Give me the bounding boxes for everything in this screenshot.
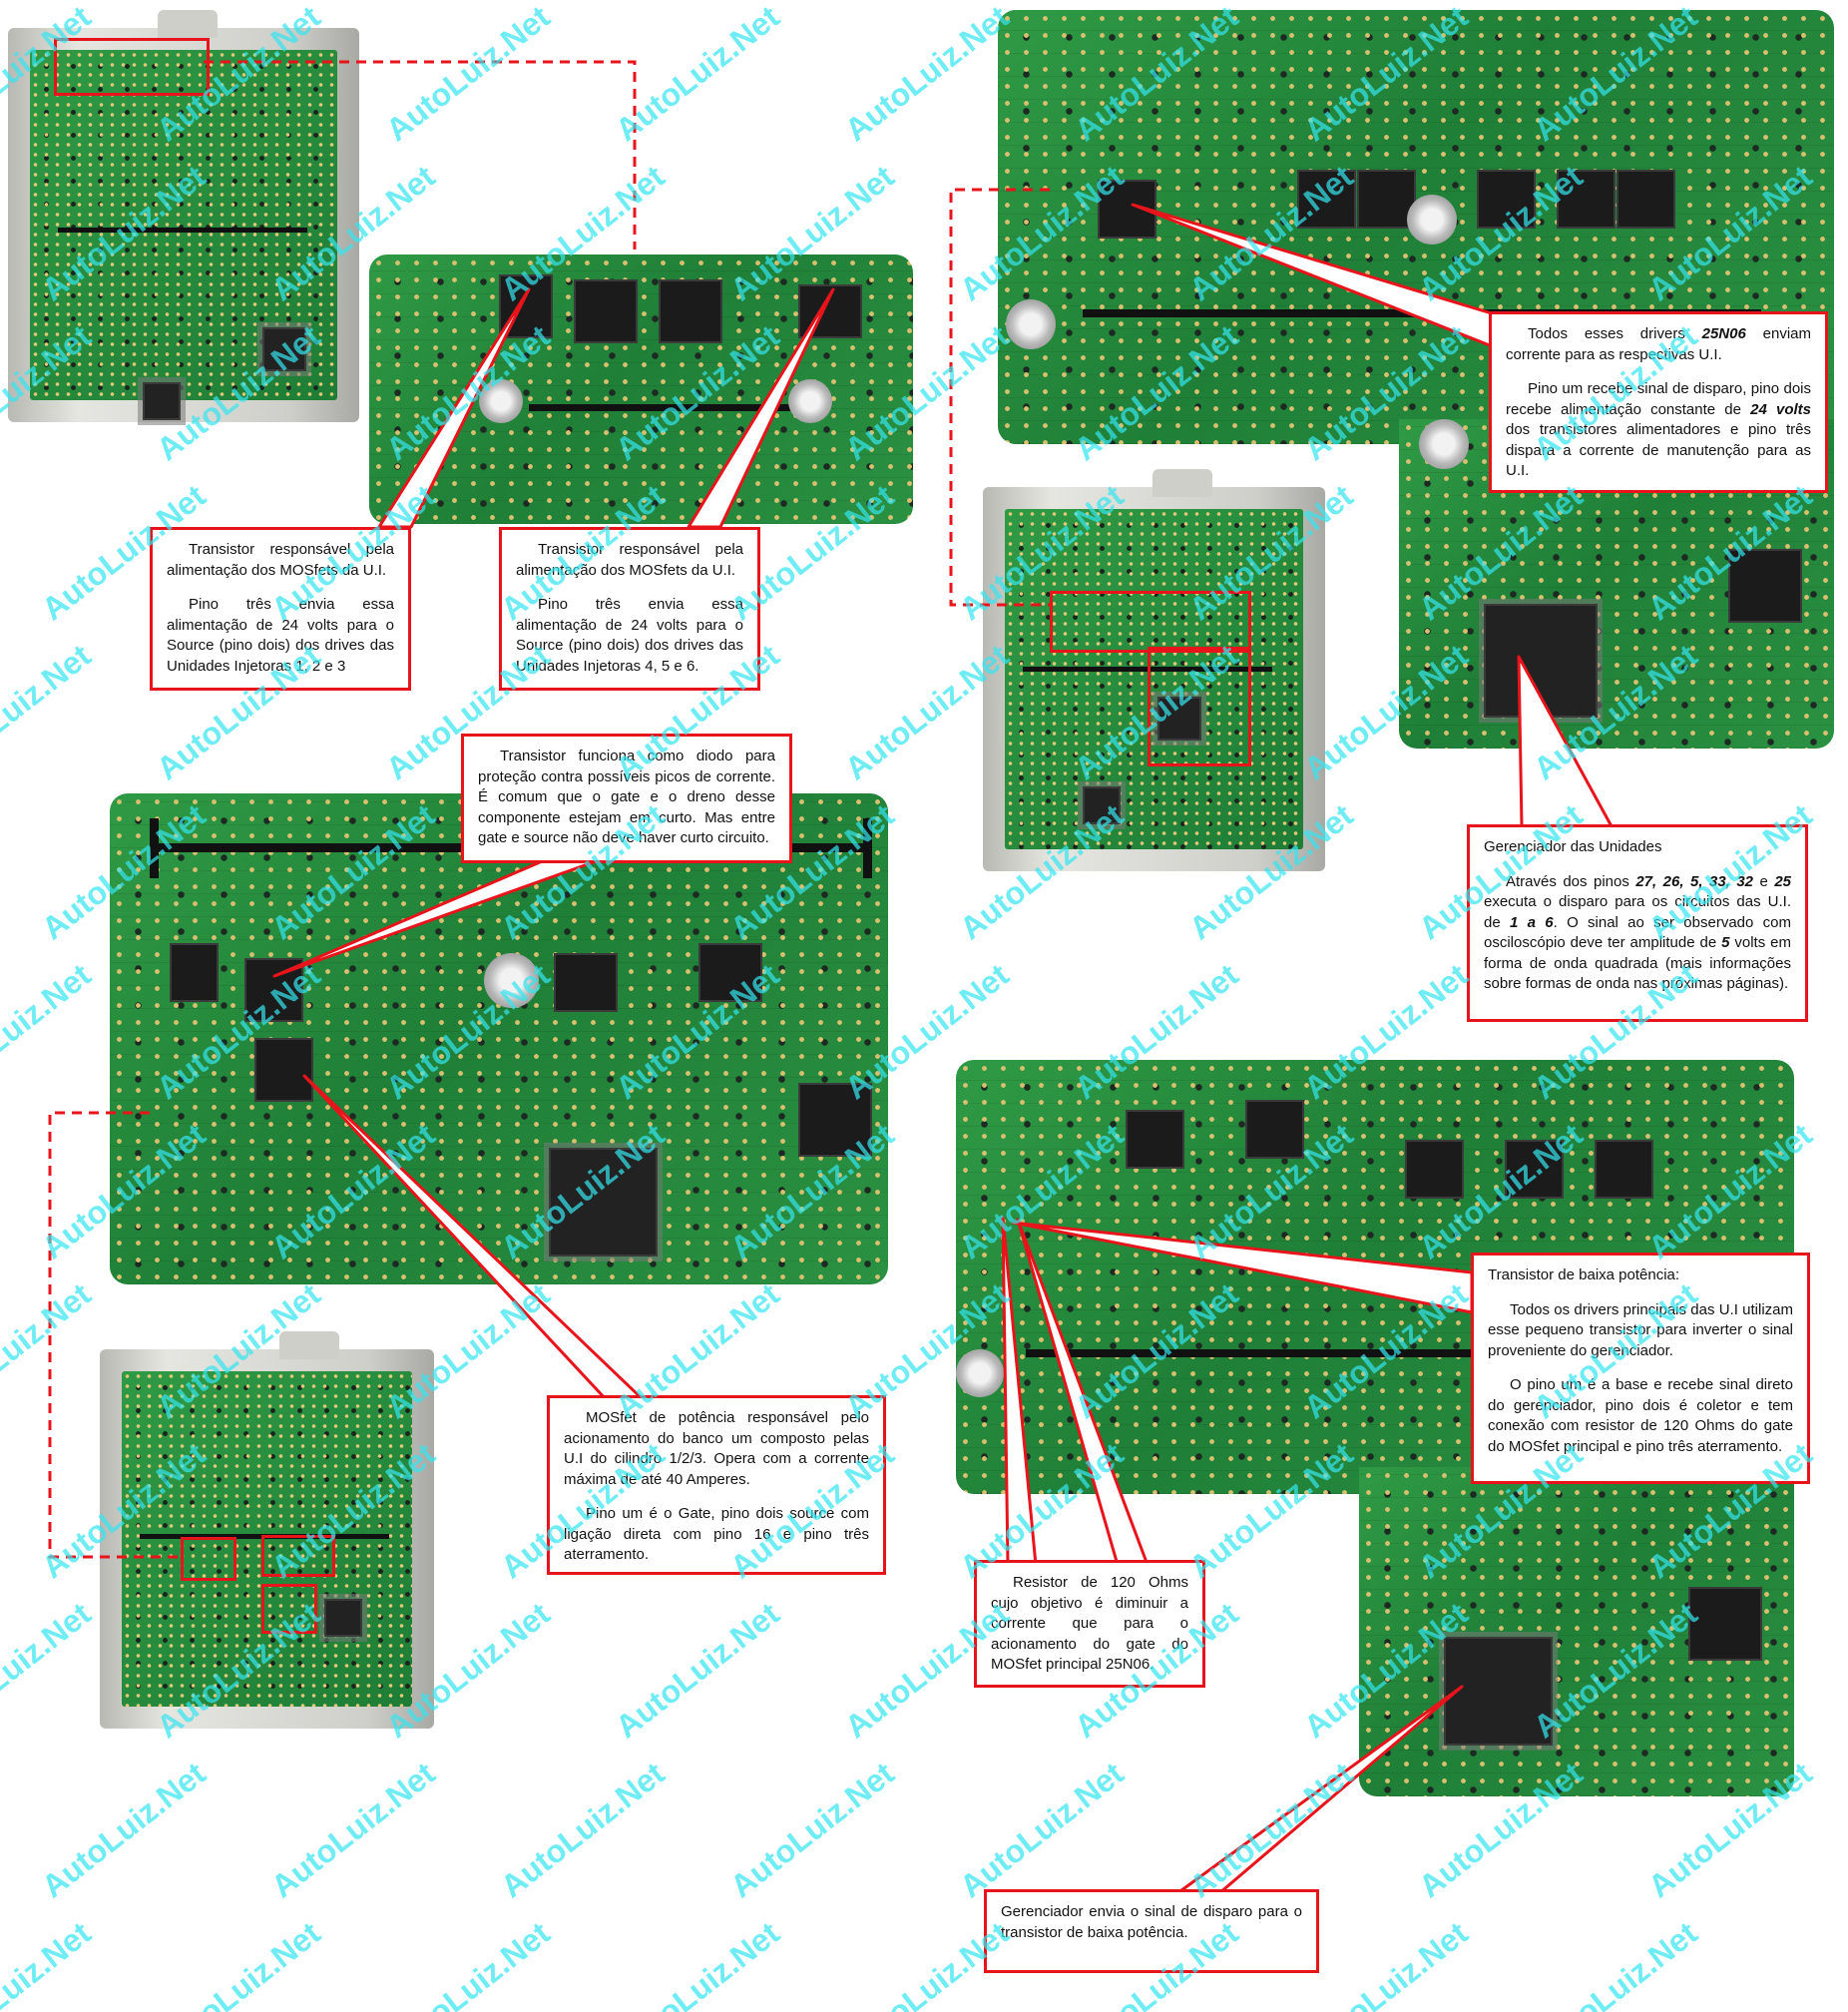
callout-text: Transistor responsável pela alimentação … bbox=[167, 541, 394, 579]
callout-text: O pino um é a base e recebe sinal direto… bbox=[1488, 1376, 1793, 1455]
highlight-box-mosfet-a bbox=[181, 1537, 236, 1581]
callout-text: Resistor de 120 Ohms cujo objetivo é dim… bbox=[991, 1574, 1188, 1673]
callout-text: Todos os drivers principais das U.I util… bbox=[1488, 1300, 1793, 1359]
callout-transistor-baixa-potencia: Transistor de baixa potência: Todos os d… bbox=[1471, 1253, 1810, 1484]
callout-transistor-diodo: Transistor funciona como diodo para prot… bbox=[461, 734, 792, 863]
highlight-box-drivers bbox=[1050, 591, 1251, 653]
callout-text: Gerenciador envia o sinal de disparo par… bbox=[1001, 1903, 1302, 1941]
callout-text: MOSfet de potência responsável pelo acio… bbox=[564, 1409, 869, 1488]
highlight-box-mosfet-b bbox=[261, 1535, 335, 1577]
callout-text: Todos esses drivers 25N06 enviam corrent… bbox=[1506, 325, 1811, 363]
callout-drivers-25n06: Todos esses drivers 25N06 enviam corrent… bbox=[1489, 311, 1828, 493]
ecu-module-photo-bottom-left bbox=[100, 1331, 434, 1729]
callout-mosfet-potencia: MOSfet de potência responsável pelo acio… bbox=[547, 1395, 886, 1575]
callout-text: Transistor responsável pela alimentação … bbox=[516, 541, 743, 579]
callout-title: Gerenciador das Unidades bbox=[1484, 838, 1662, 855]
highlight-box-mosfet-c bbox=[261, 1584, 317, 1634]
pcb-zoom-gerenciador-bottom bbox=[1359, 1467, 1794, 1796]
callout-title: Transistor de baixa potência: bbox=[1488, 1266, 1680, 1283]
callout-transistor-ui-1-2-3: Transistor responsável pela alimentação … bbox=[150, 527, 411, 691]
callout-text: Pino um recebe sinal de disparo, pino do… bbox=[1506, 380, 1811, 479]
callout-text: Pino três envia essa alimentação de 24 v… bbox=[167, 596, 394, 675]
callout-text: Transistor funciona como diodo para prot… bbox=[478, 748, 775, 846]
pcb-zoom-mosfet-potencia bbox=[110, 793, 888, 1284]
callout-text: Pino um é o Gate, pino dois source com l… bbox=[564, 1505, 869, 1563]
callout-resistor-120-ohms: Resistor de 120 Ohms cujo objetivo é dim… bbox=[974, 1560, 1205, 1688]
highlight-box-gerenciador bbox=[1148, 647, 1251, 766]
callout-transistor-ui-4-5-6: Transistor responsável pela alimentação … bbox=[499, 527, 760, 691]
callout-text: Pino três envia essa alimentação de 24 v… bbox=[516, 596, 743, 675]
highlight-box-top-left bbox=[54, 38, 210, 96]
pcb-zoom-drivers-25n06 bbox=[998, 10, 1834, 444]
pcb-zoom-transistors-top-left bbox=[369, 254, 913, 524]
ecu-module-photo-top-right bbox=[983, 469, 1325, 871]
callout-gerenciador-unidades: Gerenciador das Unidades Através dos pin… bbox=[1467, 824, 1808, 1022]
callout-text: Através dos pinos 27, 26, 5, 33, 32 e 25… bbox=[1484, 872, 1792, 993]
callout-gerenciador-envia: Gerenciador envia o sinal de disparo par… bbox=[984, 1889, 1319, 1973]
